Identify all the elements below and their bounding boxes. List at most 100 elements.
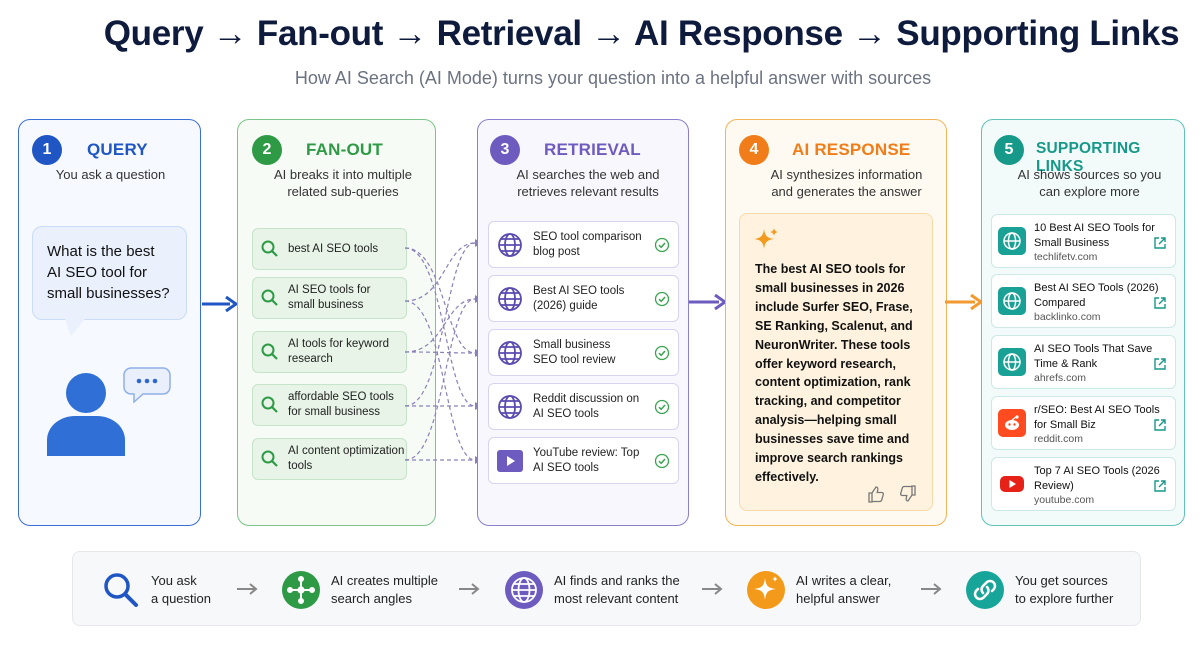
search-icon	[261, 450, 278, 467]
page-title: Query → Fan-out → Retrieval → AI Respons…	[103, 14, 1180, 53]
external-link-icon	[1154, 419, 1166, 431]
step-number: 4	[739, 135, 769, 165]
globe-icon	[505, 570, 543, 609]
search-icon	[261, 396, 278, 413]
summary-arrow	[237, 583, 258, 595]
check-icon	[654, 399, 670, 414]
result-text: Reddit discussion on AI SEO tools	[533, 392, 640, 420]
flow-arrow	[689, 294, 727, 310]
check-icon	[654, 453, 670, 468]
result-text: YouTube review: Top AI SEO tools	[533, 446, 640, 474]
check-icon	[654, 345, 670, 360]
search-icon	[261, 289, 278, 306]
response-panel: 4 AI RESPONSE AI synthesizes information…	[725, 119, 947, 526]
panel-description: AI searches the web and retrieves releva…	[516, 167, 660, 199]
external-link-icon	[1154, 237, 1166, 249]
subquery-text: AI content optimization tools	[288, 445, 405, 472]
answer-text: The best AI SEO tools for small business…	[755, 262, 913, 484]
search-icon	[261, 343, 278, 360]
link-domain: reddit.com	[1034, 433, 1084, 445]
globe-icon	[998, 287, 1026, 315]
panel-description: AI synthesizes information and generates…	[770, 167, 923, 199]
link-title: Best AI SEO Tools (2026) Compared	[1034, 282, 1159, 309]
fanout-icon	[282, 570, 320, 609]
sparkle-icon	[747, 570, 785, 609]
check-icon	[654, 237, 670, 252]
youtube-icon	[998, 470, 1026, 498]
page-subtitle: How AI Search (AI Mode) turns your quest…	[294, 68, 932, 88]
result-item: SEO tool comparison blog post	[488, 221, 679, 268]
panel-description: AI breaks it into multiple related sub-q…	[273, 167, 412, 199]
subquery-item: AI SEO tools for small business	[252, 277, 407, 319]
panel-title: SUPPORTING LINKS	[1036, 140, 1141, 175]
bubble-tail	[65, 319, 85, 336]
feedback-thumbs	[868, 485, 916, 503]
link-title: 10 Best AI SEO Tools for Small Business	[1034, 222, 1155, 249]
globe-icon	[498, 286, 522, 311]
panel-description: AI shows sources so you can explore more	[1017, 167, 1162, 199]
chat-dots-icon	[123, 367, 171, 404]
globe-icon	[498, 340, 522, 365]
subquery-text: AI tools for keyword research	[288, 338, 389, 365]
summary-step: AI writes a clear,helpful answer	[746, 552, 891, 627]
panel-description: You ask a question	[55, 167, 166, 182]
summary-arrow	[702, 583, 723, 595]
globe-icon	[498, 394, 522, 419]
source-link[interactable]: Top 7 AI SEO Tools (2026 Review) youtube…	[991, 457, 1176, 511]
flow-arrow	[202, 296, 238, 312]
result-item: Best AI SEO tools (2026) guide	[488, 275, 679, 322]
summary-arrow	[921, 583, 942, 595]
link-title: AI SEO Tools That Save Time & Rank	[1034, 343, 1153, 370]
step-number: 1	[32, 135, 62, 165]
summary-arrow	[459, 583, 480, 595]
result-text: Best AI SEO tools (2026) guide	[533, 284, 625, 312]
link-title: r/SEO: Best AI SEO Tools for Small Biz	[1034, 404, 1160, 431]
result-item: Small business SEO tool review	[488, 329, 679, 376]
source-link[interactable]: 10 Best AI SEO Tools for Small Business …	[991, 214, 1176, 268]
fanout-panel: 2 FAN-OUT AI breaks it into multiple rel…	[237, 119, 436, 526]
link-title: Top 7 AI SEO Tools (2026 Review)	[1034, 465, 1160, 492]
globe-icon	[498, 232, 522, 257]
reddit-icon	[998, 409, 1026, 437]
link-domain: backlinko.com	[1034, 311, 1101, 323]
step-number: 2	[252, 135, 282, 165]
external-link-icon	[1154, 297, 1166, 309]
globe-icon	[998, 227, 1026, 255]
answer-card: The best AI SEO tools for small business…	[739, 213, 933, 511]
step-number: 5	[994, 135, 1024, 165]
subquery-item: best AI SEO tools	[252, 228, 407, 270]
result-item: Reddit discussion on AI SEO tools	[488, 383, 679, 430]
sparkle-icon	[754, 228, 778, 249]
thumbs-up-icon	[868, 486, 885, 503]
search-icon	[104, 572, 138, 607]
external-link-icon	[1154, 358, 1166, 370]
source-link[interactable]: r/SEO: Best AI SEO Tools for Small Biz r…	[991, 396, 1176, 450]
query-panel: 1 QUERY You ask a question What is the b…	[18, 119, 201, 526]
result-item: YouTube review: Top AI SEO tools	[488, 437, 679, 484]
step-number: 3	[490, 135, 520, 165]
check-icon	[654, 291, 670, 306]
play-icon	[497, 449, 523, 472]
external-link-icon	[1154, 480, 1166, 492]
flow-arrow	[945, 294, 983, 310]
source-link[interactable]: AI SEO Tools That Save Time & Rank ahref…	[991, 335, 1176, 389]
subquery-text: AI SEO tools for small business	[288, 284, 371, 311]
subquery-item: AI tools for keyword research	[252, 331, 407, 373]
globe-icon	[998, 348, 1026, 376]
subquery-text: best AI SEO tools	[288, 242, 379, 255]
source-link[interactable]: Best AI SEO Tools (2026) Compared backli…	[991, 274, 1176, 328]
link-domain: youtube.com	[1034, 494, 1095, 506]
subquery-item: AI content optimization tools	[252, 438, 407, 480]
question-bubble: What is the best AI SEO tool for small b…	[32, 226, 187, 320]
link-icon	[966, 570, 1004, 609]
retrieval-panel: 3 RETRIEVAL AI searches the web and retr…	[477, 119, 689, 526]
links-panel: 5 SUPPORTING LINKS AI shows sources so y…	[981, 119, 1185, 526]
thumbs-down-icon	[899, 485, 916, 502]
